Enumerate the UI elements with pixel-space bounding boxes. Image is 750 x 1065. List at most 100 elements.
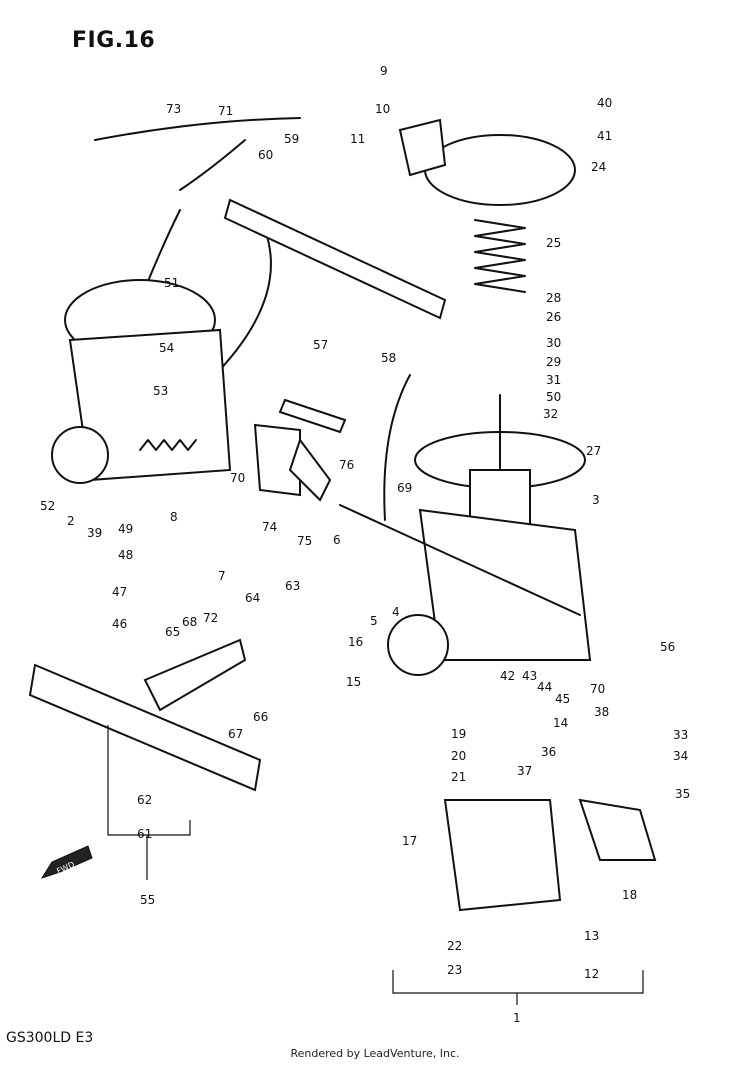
callout: 10	[375, 102, 390, 116]
callout: 7	[218, 569, 226, 583]
callout: 22	[447, 939, 462, 953]
callout: 5	[370, 614, 378, 628]
callout: 45	[555, 692, 570, 706]
callout: 50	[546, 390, 561, 404]
callout: 43	[522, 669, 537, 683]
callout: 16	[348, 635, 363, 649]
rod-76	[339, 504, 581, 616]
callout: 75	[297, 534, 312, 548]
callout: 25	[546, 236, 561, 250]
callout: 19	[451, 727, 466, 741]
callout: 9	[380, 64, 388, 78]
callout: 31	[546, 373, 561, 387]
callout: 12	[584, 967, 599, 981]
callout: 38	[594, 705, 609, 719]
callout: 52	[40, 499, 55, 513]
arm-75	[288, 437, 332, 502]
callout: 67	[228, 727, 243, 741]
mounting-plate-55	[28, 663, 262, 792]
callout: 3	[592, 493, 600, 507]
callout: 32	[543, 407, 558, 421]
callout: 1	[513, 1011, 521, 1025]
callout: 18	[622, 888, 637, 902]
callout: 58	[381, 351, 396, 365]
callout: 68	[182, 615, 197, 629]
callout: 2	[67, 514, 75, 528]
callout: 65	[165, 625, 180, 639]
callout: 55	[140, 893, 155, 907]
fwd-arrow-icon	[40, 845, 93, 879]
top-cover-24	[424, 134, 576, 206]
callout: 72	[203, 611, 218, 625]
callout: 6	[333, 533, 341, 547]
callout: 70	[230, 471, 245, 485]
vent-tube-2	[209, 229, 272, 381]
callout: 27	[586, 444, 601, 458]
callout: 54	[159, 341, 174, 355]
callout: 74	[262, 520, 277, 534]
spring-25	[474, 219, 526, 293]
callout: 59	[284, 132, 299, 146]
callout: 71	[218, 104, 233, 118]
hose-73	[94, 117, 301, 141]
callout: 40	[597, 96, 612, 110]
callout: 56	[660, 640, 675, 654]
callout: 76	[339, 458, 354, 472]
callout: 66	[253, 710, 268, 724]
group-bracket-1	[392, 970, 644, 994]
group-bracket-55	[107, 725, 191, 836]
callout: 26	[546, 310, 561, 324]
callout: 63	[285, 579, 300, 593]
callout: 34	[673, 749, 688, 763]
bracket-bar	[223, 198, 447, 320]
right-carb-body	[418, 508, 592, 661]
callout: 33	[673, 728, 688, 742]
callout: 46	[112, 617, 127, 631]
callout: 15	[346, 675, 361, 689]
callout: 39	[87, 526, 102, 540]
model-code: GS300LD E3	[6, 1030, 94, 1046]
callout: 36	[541, 745, 556, 759]
callout: 8	[170, 510, 178, 524]
left-carb-inlet	[51, 426, 109, 484]
callout: 23	[447, 963, 462, 977]
callout: 42	[500, 669, 515, 683]
callout: 60	[258, 148, 273, 162]
callout: 57	[313, 338, 328, 352]
callout: 14	[553, 716, 568, 730]
callout: 30	[546, 336, 561, 350]
parts-drawing	[28, 117, 657, 1005]
callout: 73	[166, 102, 181, 116]
float-bowl-17	[443, 799, 562, 912]
callout: 11	[350, 132, 365, 146]
callout: 21	[451, 770, 466, 784]
footer-credit: Rendered by LeadVenture, Inc.	[290, 1047, 460, 1060]
callout: 47	[112, 585, 127, 599]
callout: 29	[546, 355, 561, 369]
right-carb-inlet-16	[387, 614, 449, 676]
figure-title: FIG.16	[72, 28, 156, 53]
callout: 24	[591, 160, 606, 174]
callout: 53	[153, 384, 168, 398]
float-18	[578, 798, 657, 861]
tube-58	[383, 374, 411, 521]
callout: 17	[402, 834, 417, 848]
callout: 62	[137, 793, 152, 807]
fitting-11	[398, 118, 447, 177]
left-carb-spring-8	[139, 439, 197, 451]
callout: 13	[584, 929, 599, 943]
callout: 49	[118, 522, 133, 536]
callout: 37	[517, 764, 532, 778]
callout-labels: 1 2 3 4 5 6 7 8 9 10 11 12 13 14 15 16 1…	[40, 64, 690, 1025]
callout: 48	[118, 548, 133, 562]
t-fitting-57	[278, 398, 347, 434]
callout: 69	[397, 481, 412, 495]
callout: 61	[137, 827, 152, 841]
callout: 41	[597, 129, 612, 143]
callout: 35	[675, 787, 690, 801]
callout: 4	[392, 605, 400, 619]
callout: 70	[590, 682, 605, 696]
hose-71	[179, 139, 246, 191]
throttle-bracket-74	[253, 423, 301, 497]
callout: 64	[245, 591, 260, 605]
